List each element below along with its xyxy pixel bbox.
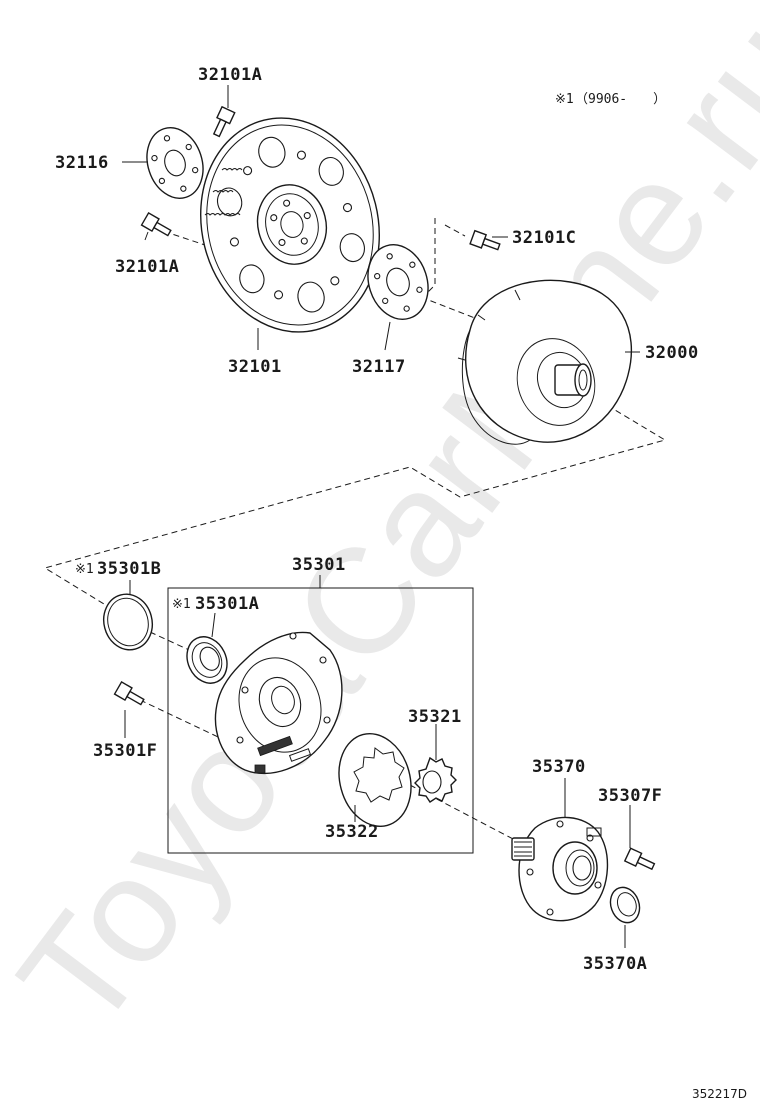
label-32117: 32117 xyxy=(352,357,406,377)
label-32101C: 32101C xyxy=(512,228,576,248)
ring-gear-teeth xyxy=(204,168,243,216)
label-35321: 35321 xyxy=(408,707,462,727)
label-32101A-left: 32101A xyxy=(115,257,179,277)
label-35301A-mark: ※1 xyxy=(172,597,191,612)
bolt-32101C[interactable] xyxy=(469,229,501,254)
bolt-32101A-top[interactable] xyxy=(210,105,236,138)
stator-shaft-35370[interactable] xyxy=(511,816,609,922)
plate-32117[interactable] xyxy=(359,237,438,327)
label-35301B-mark: ※1 xyxy=(75,562,94,577)
oil-pump-body-35301[interactable] xyxy=(214,631,343,775)
note-date-range: （9906- ） xyxy=(575,92,666,107)
label-35301B: 35301B xyxy=(97,559,161,579)
label-35301F: 35301F xyxy=(93,741,157,761)
drive-gear-35321[interactable] xyxy=(414,756,457,803)
flex-plate-32101[interactable] xyxy=(178,99,401,351)
diagram-code: 352217D xyxy=(692,1087,747,1101)
label-35322: 35322 xyxy=(325,822,379,842)
torque-converter-32000[interactable] xyxy=(457,279,633,445)
label-35301A: 35301A xyxy=(195,594,259,614)
leader-lines xyxy=(122,85,640,948)
label-35370A: 35370A xyxy=(583,954,647,974)
spacer-plate-32116[interactable] xyxy=(138,120,212,205)
label-32101A-top: 32101A xyxy=(198,65,262,85)
label-35307F: 35307F xyxy=(598,786,662,806)
label-32116: 32116 xyxy=(55,153,109,173)
label-32101: 32101 xyxy=(228,357,282,377)
watermark: ToyotaCarMine.ru xyxy=(0,0,760,1059)
seal-ring-35370A[interactable] xyxy=(606,883,645,926)
bolt-35301F[interactable] xyxy=(113,680,146,708)
label-32000: 32000 xyxy=(645,343,699,363)
driven-gear-35322[interactable] xyxy=(329,726,421,835)
oil-seal-35301A[interactable] xyxy=(180,630,235,690)
o-ring-35301B[interactable] xyxy=(98,589,159,656)
label-35370: 35370 xyxy=(532,757,586,777)
bolt-35307F[interactable] xyxy=(623,847,656,873)
label-35301: 35301 xyxy=(292,555,346,575)
note-mark: ※1 xyxy=(555,92,574,107)
bolt-32101A-left[interactable] xyxy=(140,211,173,239)
